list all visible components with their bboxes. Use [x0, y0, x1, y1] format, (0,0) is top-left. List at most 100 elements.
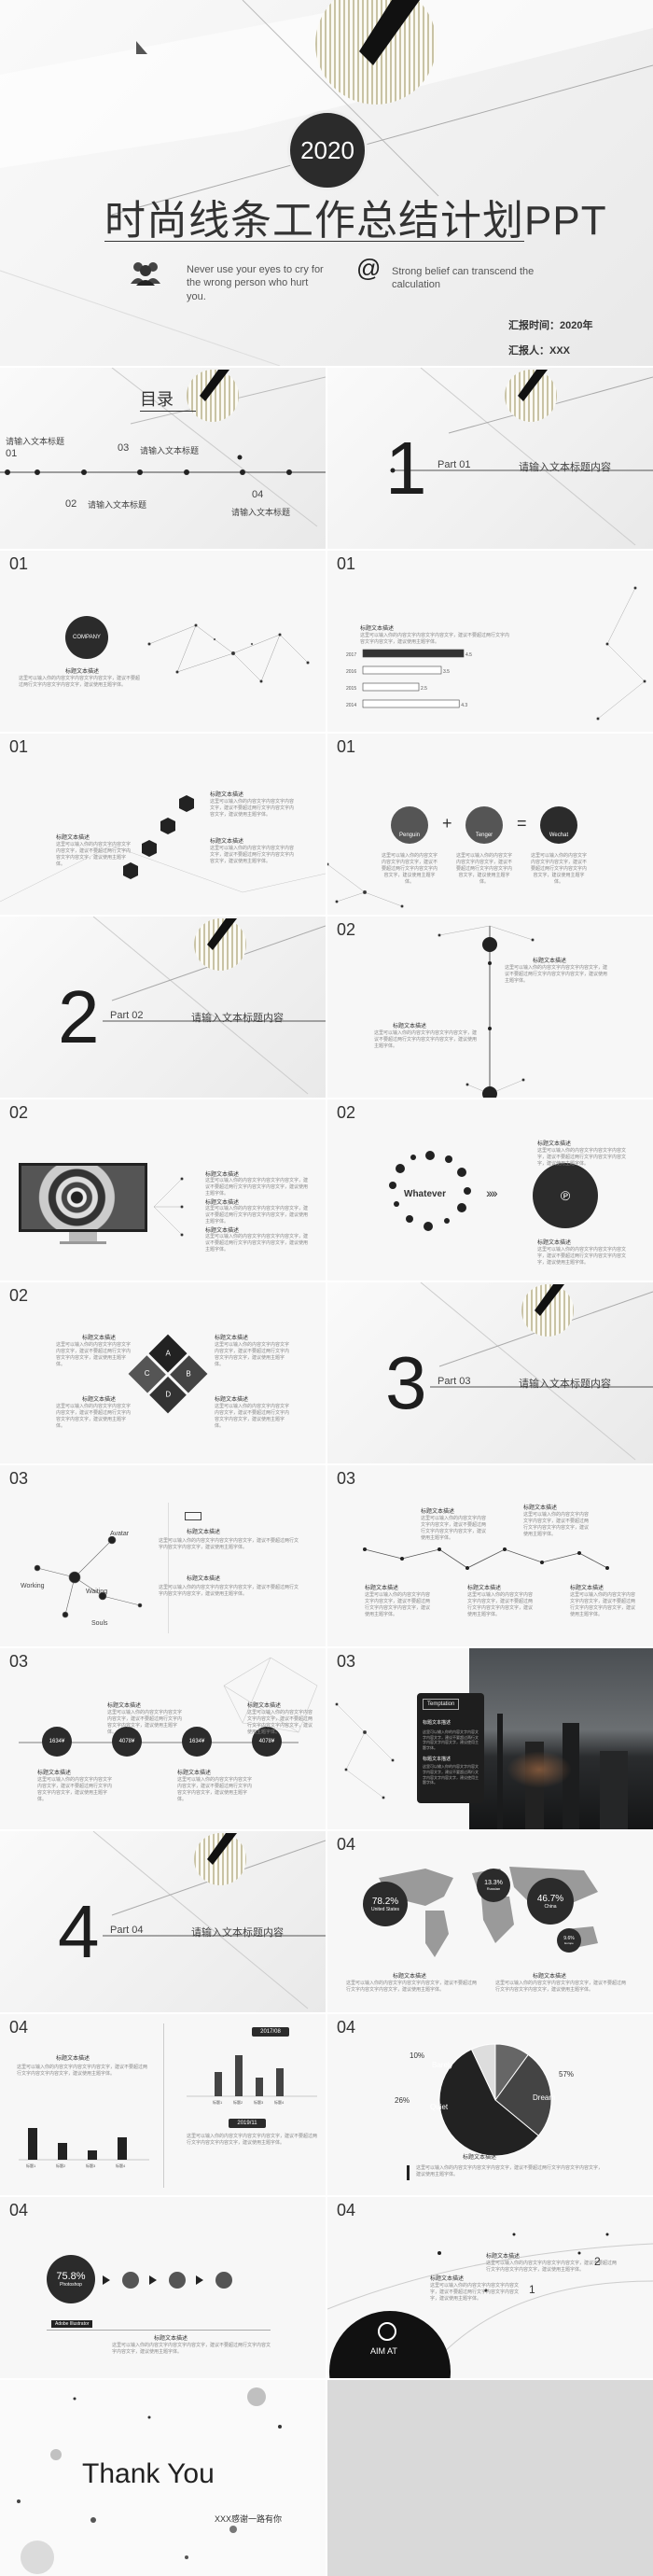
badge-2019: 2019/11 [229, 2119, 266, 2128]
slide-01b-para: 这里可以输入你的内容文字内容文字内容文字，建议不要超过两行文字内容文字内容文字，… [360, 633, 510, 645]
value-circle-1-text: 1634¥ [49, 1739, 65, 1744]
bar-category-label: 标题1 [213, 2099, 223, 2105]
toc-title-underline [140, 411, 196, 412]
badge-2017-text: 2017/08 [260, 2029, 281, 2035]
left-network [335, 1702, 395, 1799]
slide-04a-para-1: 这里可以输入你的内容文字内容文字内容文字，建议不要超过两行文字内容文字内容文字，… [346, 1981, 478, 1993]
monitor-screen-image [21, 1166, 145, 1229]
slide-02b-num: 02 [9, 1103, 29, 1122]
slide-01c-para-2: 这里可以输入你的内容文字内容文字内容文字，建议不要超过两行文字内容文字内容文字，… [210, 799, 295, 818]
slide-01c-heading-2: 标题文本描述 [210, 792, 244, 798]
toc-num-1: 01 [6, 448, 18, 459]
slide-01b-heading: 标题文本描述 [360, 626, 395, 632]
slide-03c-num: 03 [9, 1652, 29, 1671]
branch-network [153, 1177, 184, 1237]
toc-label-2: 请输入文本标题 [88, 500, 147, 510]
slide-04b-para-2: 这里可以输入你的内容文字内容文字内容文字，建议不要超过两行文字内容文字内容文字，… [187, 2134, 318, 2146]
cover-quote-1: Never use your eyes to cry for the wrong… [187, 264, 324, 302]
bar [88, 2150, 97, 2160]
pct-label-3: 57% [559, 2070, 575, 2079]
stat-eu-value: 9.6% [563, 1936, 575, 1941]
slide-04b-divider [163, 2023, 164, 2188]
slide-01c-num: 01 [9, 737, 29, 756]
slide-02a-heading-1: 标题文本描述 [533, 959, 567, 964]
value-circle-4-text: 4078¥ [258, 1739, 275, 1744]
slide-02a-num: 02 [337, 920, 356, 939]
stat-us-value: 78.2% [371, 1896, 399, 1907]
node-wechat-label: Wechat [549, 833, 569, 838]
network-graphic [147, 623, 310, 683]
card-heading-2: 标题文本描述 [423, 1757, 452, 1763]
diamond-b-label: B [186, 1369, 191, 1379]
bar-value-label: 4.3 [461, 703, 467, 708]
label-avatar: Avatar [110, 1531, 130, 1537]
slide-03b-heading-2: 标题文本描述 [523, 1505, 558, 1511]
empty-gray-panel [327, 2380, 653, 2576]
part2-slide: 2 Part 02 请输入文本标题内容 [0, 917, 326, 1098]
slide-02d-para-4: 这里可以输入你的内容文字内容文字内容文字，建议不要超过两行文字内容文字内容文字，… [215, 1404, 290, 1429]
card-heading-1: 标题文本描述 [423, 1720, 452, 1726]
part4-placeholder: 请输入文本标题内容 [191, 1927, 284, 1939]
slide-03a-para-2: 这里可以输入你的内容文字内容文字内容文字，建议不要超过两行文字内容文字内容文字，… [159, 1585, 299, 1597]
slide-03a: 03 Avatar Working Waiting Souls 标题文本描述 这… [0, 1465, 326, 1646]
parking-icon: ℗ [560, 1188, 571, 1203]
year-text: 2020 [300, 135, 354, 164]
slide-01a-heading: 标题文本描述 [65, 669, 100, 675]
slide-03c-heading-4: 标题文本描述 [177, 1771, 212, 1776]
sunset-glow [507, 1751, 572, 1788]
dot-ring [389, 1151, 471, 1231]
slide-04a: 04 78.2% United States 13.3% Russian 46.… [327, 1831, 653, 2012]
aim-at-label: AIM AT [370, 2346, 397, 2356]
cover-quote-2: Strong belief can transcend the calculat… [392, 266, 535, 291]
part3-number: 3 [385, 1341, 427, 1424]
bar-category-label: 标题1 [26, 2163, 36, 2168]
toc-num-3: 03 [118, 442, 130, 454]
value-circle-1: 1634¥ [42, 1727, 72, 1757]
slide-04e: 04 AIM AT 标题文本描述 这里可以输入你的内容文字内容文字内容文字，建议… [327, 2197, 653, 2378]
building-4 [600, 1751, 628, 1829]
slide-02d-heading-1: 标题文本描述 [82, 1336, 117, 1341]
part3-placeholder: 请输入文本标题内容 [519, 1379, 611, 1390]
bar [362, 665, 442, 675]
slide-04a-num: 04 [337, 1835, 356, 1854]
part1-number: 1 [385, 427, 427, 510]
slide-02d-num: 02 [9, 1286, 29, 1305]
slide-03c-heading-2: 标题文本描述 [247, 1703, 282, 1709]
slide-01c-heading-3: 标题文本描述 [210, 839, 244, 845]
slide-01c: 01 标题文本描述 这里可以输入你的内容文字内容文字内容文字，建议不要超过两行文… [0, 734, 326, 915]
step-num-1: 1 [529, 2283, 535, 2296]
card-para-2: 这里可以输入你的内容文字内容文字内容文字，建议不要超过两行文字内容文字内容文字，… [423, 1764, 479, 1785]
slide-04b: 04 标题文本描述 这里可以输入你的内容文字内容文字内容文字，建议不要超过两行文… [0, 2014, 326, 2195]
slide-02a-heading-2: 标题文本描述 [393, 1024, 427, 1029]
stat-cn-label: China [544, 1903, 557, 1910]
bar-year-label: 2017 [346, 652, 356, 658]
bar-year-label: 2014 [346, 703, 356, 708]
tag-box [185, 1512, 201, 1520]
aim-icon [378, 2322, 396, 2341]
pie-label: Barely [432, 2061, 453, 2069]
slide-02c-heading-1: 标题文本描述 [537, 1141, 572, 1147]
monitor [19, 1163, 147, 1232]
temptation-card: Temptation 标题文本描述 这里可以输入你的内容文字内容文字内容文字，建… [417, 1693, 484, 1803]
bar [256, 2078, 263, 2096]
bar-category-label: 标题3 [86, 2163, 96, 2168]
slide-04c-para: 这里可以输入你的内容文字内容文字内容文字，建议不要超过两行文字内容文字内容文字，… [416, 2165, 604, 2177]
part4-number: 4 [58, 1890, 100, 1973]
slide-03c-heading-3: 标题文本描述 [37, 1771, 72, 1776]
slide-01d-para-2: 这里可以输入你的内容文字内容文字内容文字，建议不要超过两行文字内容文字内容文字，… [456, 853, 513, 885]
cover-slide: 2020 时尚线条工作总结计划PPT Never use your eyes t… [0, 0, 653, 366]
stat-us-label: United States [370, 1906, 400, 1912]
poly-graphic [223, 1657, 318, 1733]
diamond-a-label: A [165, 1349, 171, 1358]
slide-03d: 03 Temptation 标题文本描述 这里可以输入你的内容文字内容文字内容文… [327, 1648, 653, 1829]
card-para-1: 这里可以输入你的内容文字内容文字内容文字，建议不要超过两行文字内容文字内容文字，… [423, 1729, 479, 1750]
monitor-base [60, 1241, 106, 1244]
bar [118, 2137, 127, 2160]
value-circle-4: 4078¥ [252, 1727, 282, 1757]
bar-category-label: 标题2 [233, 2099, 243, 2105]
slide-02d: 02 A B C D 标题文本描述 这里可以输入你的内容文字内容文字内容文字，建… [0, 1282, 326, 1463]
slide-03c: 03 1634¥ 4078¥ 1634¥ 4078¥ 标题文本描述 这里可以输入… [0, 1648, 326, 1829]
stat-cn-value: 46.7% [536, 1893, 564, 1904]
